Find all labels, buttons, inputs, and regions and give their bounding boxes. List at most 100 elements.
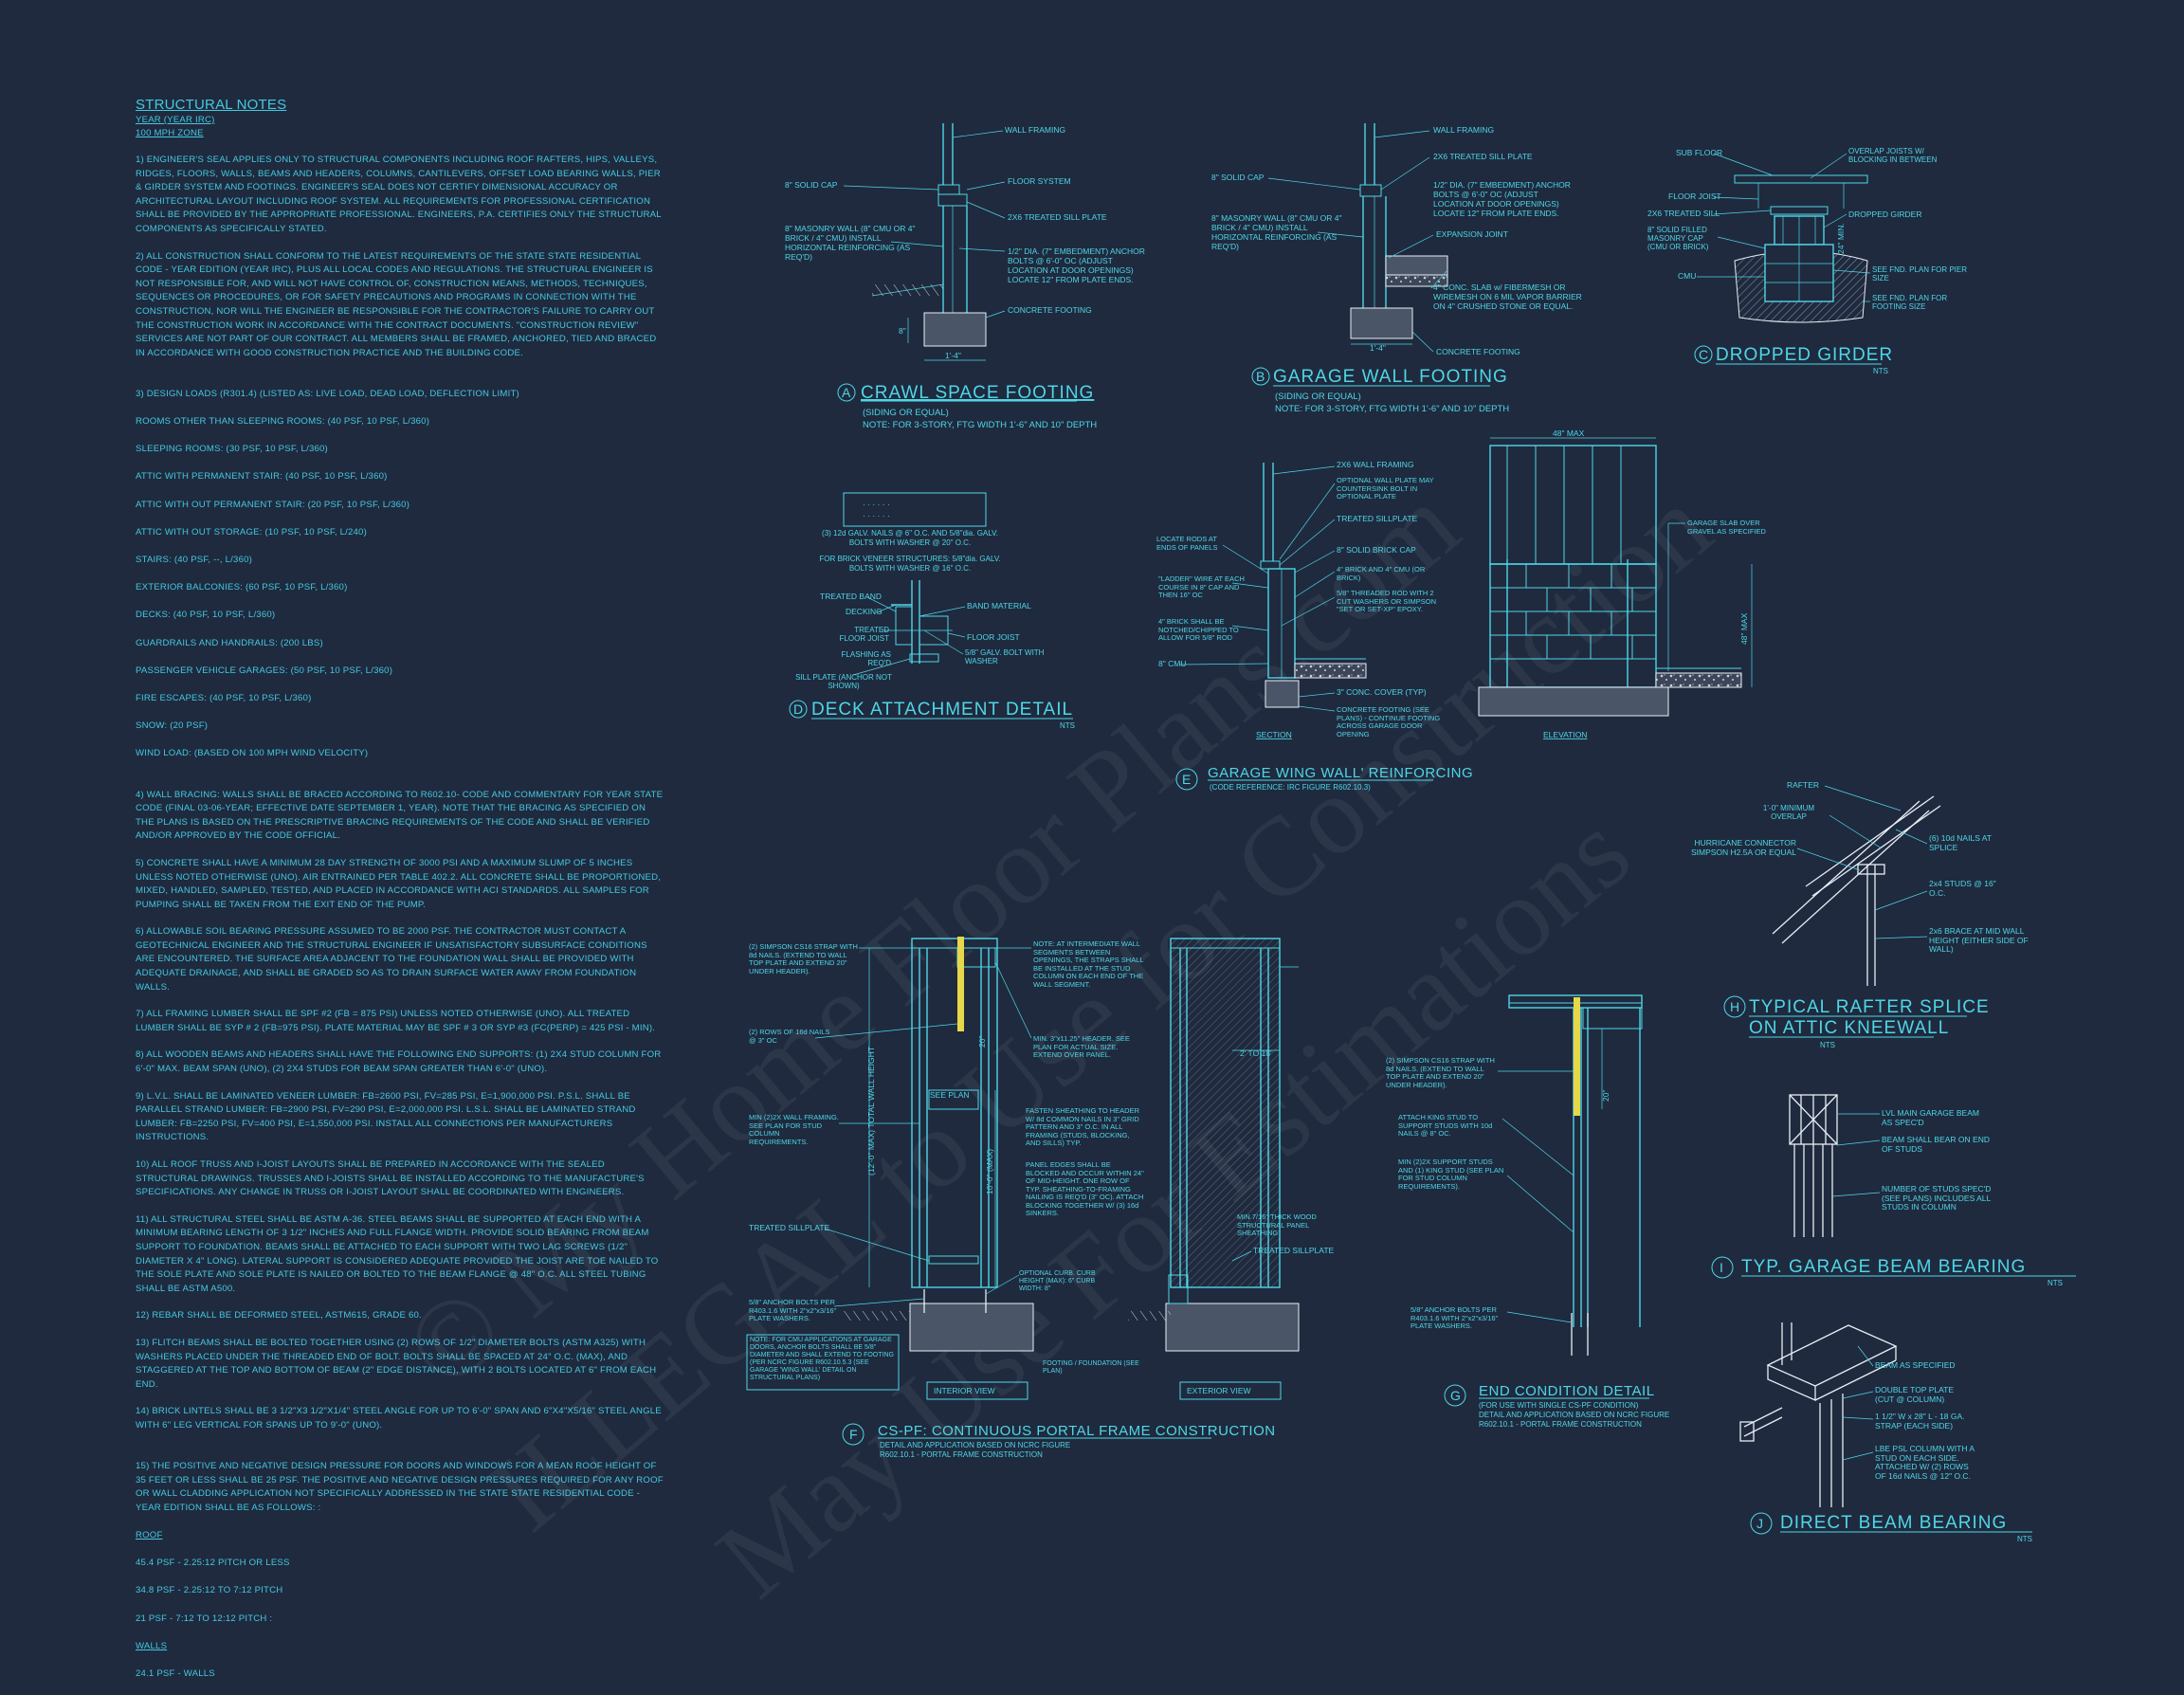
detail-b-title: GARAGE WALL FOOTING: [1273, 367, 1508, 387]
detail-h-rafter-splice: RAFTER 1'-0" MINIMUM OVERLAP HURRICANE C…: [1683, 780, 2029, 1049]
detail-f-sub2: R602.10.1 - PORTAL FRAME CONSTRUCTION: [880, 1450, 1043, 1459]
label-wall-framing: WALL FRAMING: [1005, 125, 1065, 135]
label-10d-nails: (6) 10d NAILS AT SPLICE: [1929, 834, 2019, 859]
label-masonry-cap: 8" SOLID FILLED MASONRY CAP (CMU OR BRIC…: [1647, 226, 1723, 260]
label-hurricane-connector: HURRICANE CONNECTOR SIMPSON H2.5A OR EQU…: [1683, 839, 1796, 864]
dim-48-max-side: 48" MAX: [1739, 612, 1749, 645]
svg-text:· · · · · ·: · · · · · ·: [863, 511, 890, 520]
label-wall-framing: MIN (2)2X WALL FRAMING. SEE PLAN FOR STU…: [749, 1114, 839, 1146]
label-sub-floor: SUB FLOOR: [1676, 148, 1722, 157]
label-brick-cap: 8" SOLID BRICK CAP: [1337, 545, 1416, 555]
detail-a-crawl-space-footing: WALL FRAMING 8" SOLID CAP FLOOR SYSTEM 2…: [785, 123, 1150, 430]
dim-20-g: 20": [1601, 1090, 1611, 1102]
label-wall-framing: WALL FRAMING: [1433, 125, 1494, 135]
label-nails: (3) 12d GALV. NAILS @ 6" O.C. AND 5/8"di…: [815, 529, 1005, 556]
label-support-studs: MIN (2)2X SUPPORT STUDS AND (1) KING STU…: [1398, 1158, 1507, 1200]
detail-g-sub1: (FOR USE WITH SINGLE CS-PF CONDITION): [1479, 1401, 1639, 1410]
label-garage-slab: GARAGE SLAB OVER GRAVEL AS SPECIFIED: [1687, 519, 1773, 550]
detail-e-sub1: (CODE REFERENCE: IRC FIGURE R602.10.3): [1210, 783, 1371, 792]
detail-i-garage-beam-bearing: LVL MAIN GARAGE BEAM AS SPEC'D BEAM SHAL…: [1712, 1095, 2076, 1287]
detail-c-title: DROPPED GIRDER: [1716, 345, 1893, 365]
dim-total-wall-height: (12'-0" MAX) TOTAL WALL HEIGHT: [866, 1047, 876, 1176]
detail-i-nts: NTS: [2048, 1279, 2063, 1287]
label-intermediate-note: NOTE: AT INTERMEDIATE WALL SEGMENTS BETW…: [1033, 940, 1147, 997]
detail-i-title: TYP. GARAGE BEAM BEARING: [1741, 1257, 2026, 1277]
label-optional-curb: OPTIONAL CURB. CURB HEIGHT (MAX): 6" CUR…: [1019, 1270, 1119, 1303]
label-rafter: RAFTER: [1787, 780, 1819, 790]
detail-b-sub2: NOTE: FOR 3-STORY, FTG WIDTH 1'-6" AND 1…: [1275, 404, 1509, 414]
label-cmu-note: NOTE: FOR CMU APPLICATIONS AT GARAGE DOO…: [750, 1337, 898, 1390]
dim-20-f: 20": [977, 1036, 987, 1048]
dim-footing-width: 1'-4": [1370, 343, 1386, 353]
label-king-stud: ATTACH KING STUD TO SUPPORT STUDS WITH 1…: [1398, 1114, 1502, 1146]
detail-c-dropped-girder: SUB FLOOR OVERLAP JOISTS W/ BLOCKING IN …: [1647, 147, 1976, 375]
label-overlap: OVERLAP JOISTS W/ BLOCKING IN BETWEEN: [1848, 147, 1962, 173]
detail-a-mark: A: [842, 385, 851, 400]
detail-e-title: GARAGE WING WALL' REINFORCING: [1208, 765, 1473, 781]
dim-24-min: 24" MIN.: [1836, 223, 1846, 254]
detail-d-deck-attachment: · · · · · · · · · · · · (3) 12d GALV. NA…: [790, 493, 1075, 730]
label-exterior-view: EXTERIOR VIEW: [1187, 1386, 1251, 1395]
label-notched-brick: 4" BRICK SHALL BE NOTCHED/CHIPPED TO ALL…: [1158, 618, 1248, 656]
blueprint-sheet: STRUCTURAL NOTES YEAR (YEAR IRC) 100 mph…: [0, 0, 2184, 1638]
detail-g-sub3: R602.10.1 - PORTAL FRAME CONSTRUCTION: [1479, 1420, 1642, 1429]
detail-e-mark: E: [1182, 772, 1191, 787]
walls-item: 24.1 PSF - WALLS: [136, 1668, 666, 1682]
detail-g-sub2: DETAIL AND APPLICATION BASED ON NCRC FIG…: [1479, 1411, 1669, 1419]
label-treated-sillplate: TREATED SILLPLATE: [1337, 514, 1418, 523]
label-flashing: FLASHING AS REQ'D: [834, 650, 891, 675]
label-anchor-bolts: 1/2" DIA. (7" EMBEDMENT) ANCHOR BOLTS @ …: [1008, 246, 1150, 303]
svg-text:· · · · · ·: · · · · · ·: [863, 500, 890, 509]
label-locate-rods: LOCATE RODS AT ENDS OF PANELS: [1156, 536, 1228, 558]
label-concrete-footing: CONCRETE FOOTING: [1436, 347, 1520, 356]
detail-i-mark: I: [1720, 1260, 1723, 1275]
detail-f-sub1: DETAIL AND APPLICATION BASED ON NCRC FIG…: [880, 1441, 1070, 1449]
label-anchor-bolts-g: 5/8" ANCHOR BOLTS PER R403.1.6 WITH 2"x2…: [1410, 1306, 1515, 1339]
label-bear-on-studs: BEAM SHALL BEAR ON END OF STUDS: [1882, 1136, 1995, 1162]
label-decking: DECKING: [846, 607, 883, 616]
label-cs16-strap: (2) SIMPSON CS16 STRAP WITH 8d NAILS. (E…: [749, 943, 863, 1000]
label-concrete-footing: CONCRETE FOOTING: [1008, 305, 1092, 315]
label-optional-plate: OPTIONAL WALL PLATE MAY COUNTERSINK BOLT…: [1337, 477, 1441, 505]
label-16d-nails: (2) ROWS OF 16d NAILS @ 3" OC: [749, 1029, 834, 1051]
detail-g-title: END CONDITION DETAIL: [1479, 1383, 1655, 1399]
detail-a-title: CRAWL SPACE FOOTING: [861, 383, 1094, 403]
label-solid-cap: 8" SOLID CAP: [1211, 173, 1265, 182]
detail-g-mark: G: [1450, 1388, 1461, 1403]
label-floor-joist: FLOOR JOIST: [1668, 191, 1721, 201]
label-treated-sillplate: TREATED SILLPLATE: [749, 1223, 830, 1232]
detail-b-mark: B: [1256, 369, 1265, 384]
detail-h-mark: H: [1730, 999, 1739, 1014]
detail-h-nts: NTS: [1820, 1041, 1835, 1049]
label-anchor-bolts: 1/2" DIA. (7" EMBEDMENT) ANCHOR BOLTS @ …: [1433, 180, 1575, 232]
label-treated-sill: 2x6 TREATED SILL PLATE: [1008, 212, 1107, 222]
label-wall-framing: 2x6 WALL FRAMING: [1337, 460, 1414, 469]
watermark-line-1: © My Home Floor Plans.com: [382, 462, 1482, 1412]
label-elevation: ELEVATION: [1543, 730, 1587, 739]
label-lvl-beam: LVL MAIN GARAGE BEAM AS SPEC'D: [1882, 1109, 1991, 1136]
label-panel-edges: PANEL EDGES SHALL BE BLOCKED AND OCCUR W…: [1026, 1161, 1144, 1228]
label-floor-joist: FLOOR JOIST: [967, 632, 1020, 642]
walls-heading: WALLS: [136, 1640, 666, 1654]
label-treated-sill: 2x6 TREATED SILL: [1647, 209, 1720, 218]
label-dropped-girder: DROPPED GIRDER: [1848, 210, 1921, 219]
label-treated-sillplate-ext: TREATED SILLPLATE: [1253, 1246, 1335, 1255]
label-sill-plate: SILL PLATE (ANCHOR NOT SHOWN): [792, 673, 896, 698]
detail-j-nts: NTS: [2017, 1535, 2032, 1543]
detail-g-end-condition: 20" (2) SIMPSON CS16 STRAP WITH 8d NAILS…: [1386, 995, 1669, 1429]
label-masonry-wall: 8" MASONRY WALL (8" CMU OR 4" BRICK / 4"…: [1211, 213, 1344, 259]
dim-10-max: 10'-0" (MAX): [985, 1149, 994, 1194]
detail-a-sub1: (SIDING OR EQUAL): [863, 408, 949, 418]
label-section: SECTION: [1256, 730, 1292, 739]
label-see-plan: SEE PLAN: [930, 1090, 970, 1100]
detail-c-mark: C: [1699, 347, 1708, 362]
label-overlap: 1'-0" MINIMUM OVERLAP: [1746, 804, 1831, 827]
label-threaded-rod: 5/8" THREADED ROD WITH 2 CUT WASHERS OR …: [1337, 590, 1441, 629]
label-masonry-wall: 8" MASONRY WALL (8" CMU OR 4" BRICK / 4"…: [785, 224, 918, 269]
label-interior-view: INTERIOR VIEW: [934, 1386, 995, 1395]
detail-j-mark: J: [1756, 1516, 1763, 1531]
detail-a-sub2: NOTE: FOR 3-STORY, FTG WIDTH 1'-6" AND 1…: [863, 420, 1097, 430]
label-conc-cover: 3" CONC. COVER (TYP): [1337, 687, 1427, 697]
detail-j-direct-beam-bearing: BEAM AS SPECIFIED DOUBLE TOP PLATE (CUT …: [1740, 1322, 2032, 1543]
label-expansion-joint: EXPANSION JOINT: [1436, 229, 1508, 239]
